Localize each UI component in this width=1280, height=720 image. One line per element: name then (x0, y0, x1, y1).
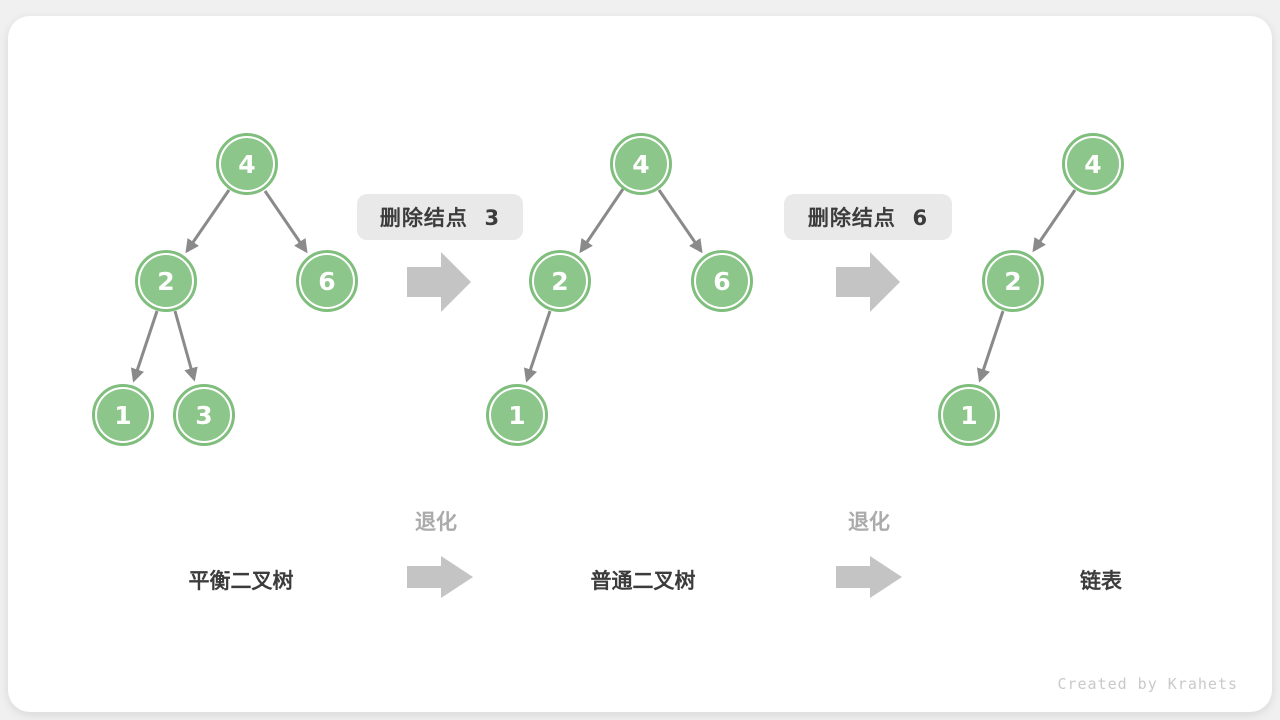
watermark-credit: Created by Krahets (1057, 675, 1238, 693)
tree-node: 4 (610, 133, 672, 195)
node-value: 1 (508, 401, 525, 430)
tree-linked-list-edges (976, 189, 1077, 383)
stage-label-linked-list: 链表 (1080, 569, 1122, 593)
node-value: 1 (114, 401, 131, 430)
node-value: 2 (551, 267, 568, 296)
diagram-card (8, 16, 1272, 712)
degrade-caption: 退化 (415, 510, 457, 534)
node-ring (486, 384, 548, 446)
node-value: 1 (960, 401, 977, 430)
edge-arrow-4-2 (185, 189, 231, 254)
edge-arrow-2-1 (523, 310, 552, 383)
node-circle (696, 255, 748, 307)
node-value: 4 (632, 150, 649, 179)
node-ring (1062, 133, 1124, 195)
node-circle (491, 389, 543, 441)
node-ring (938, 384, 1000, 446)
block-arrow-right-icon (836, 556, 902, 598)
node-circle (1067, 138, 1119, 190)
node-circle (987, 255, 1039, 307)
node-ring (982, 250, 1044, 312)
tree-node: 1 (486, 384, 548, 446)
node-circle (943, 389, 995, 441)
node-value: 4 (1084, 150, 1101, 179)
node-ring (92, 384, 154, 446)
tree-balanced-edges (130, 189, 308, 383)
tree-node: 1 (938, 384, 1000, 446)
stage-label-ordinary-tree: 普通二叉树 (590, 569, 696, 593)
edge-arrow-4-6 (657, 189, 703, 254)
tree-linked-list: 4 2 1 (938, 133, 1124, 446)
tree-node: 3 (173, 384, 235, 446)
tree-node: 2 (982, 250, 1044, 312)
block-arrow-right-icon (407, 252, 471, 312)
node-circle (615, 138, 667, 190)
node-ring (216, 133, 278, 195)
tree-node: 1 (92, 384, 154, 446)
node-value: 2 (157, 267, 174, 296)
edge-arrow-4-6 (263, 190, 308, 254)
tree-node: 6 (296, 250, 358, 312)
node-circle (97, 389, 149, 441)
delete-node-6-badge: 删除结点 6 (784, 194, 952, 240)
node-ring (691, 250, 753, 312)
tree-node: 4 (1062, 133, 1124, 195)
edge-arrow-4-2 (579, 188, 625, 254)
stage-label-balanced-tree: 平衡二叉树 (188, 569, 294, 593)
degrade-caption: 退化 (848, 510, 890, 534)
node-circle (534, 255, 586, 307)
node-ring (173, 384, 235, 446)
tree-node: 4 (216, 133, 278, 195)
node-value: 3 (195, 401, 212, 430)
tree-ordinary-edges (523, 188, 703, 383)
node-value: 4 (238, 150, 255, 179)
node-value: 2 (1004, 267, 1021, 296)
tree-balanced: 4 2 6 1 3 (92, 133, 358, 446)
node-value: 6 (318, 267, 335, 296)
node-value: 6 (713, 267, 730, 296)
node-circle (301, 255, 353, 307)
node-ring (135, 250, 197, 312)
tree-node: 2 (135, 250, 197, 312)
node-ring (529, 250, 591, 312)
tree-ordinary: 4 2 6 1 (486, 133, 753, 446)
node-circle (178, 389, 230, 441)
tree-node: 6 (691, 250, 753, 312)
edge-arrow-2-1 (130, 310, 159, 383)
tree-node: 2 (529, 250, 591, 312)
edge-arrow-2-1 (976, 310, 1005, 383)
block-arrow-right-icon (407, 556, 473, 598)
node-circle (140, 255, 192, 307)
edge-arrow-4-2 (1032, 189, 1077, 253)
delete-node-3-badge: 删除结点 3 (357, 194, 523, 240)
edge-arrow-2-3 (173, 310, 198, 382)
node-circle (221, 138, 273, 190)
node-ring (296, 250, 358, 312)
node-ring (610, 133, 672, 195)
block-arrow-right-icon (836, 252, 900, 312)
block-arrows (407, 252, 902, 598)
